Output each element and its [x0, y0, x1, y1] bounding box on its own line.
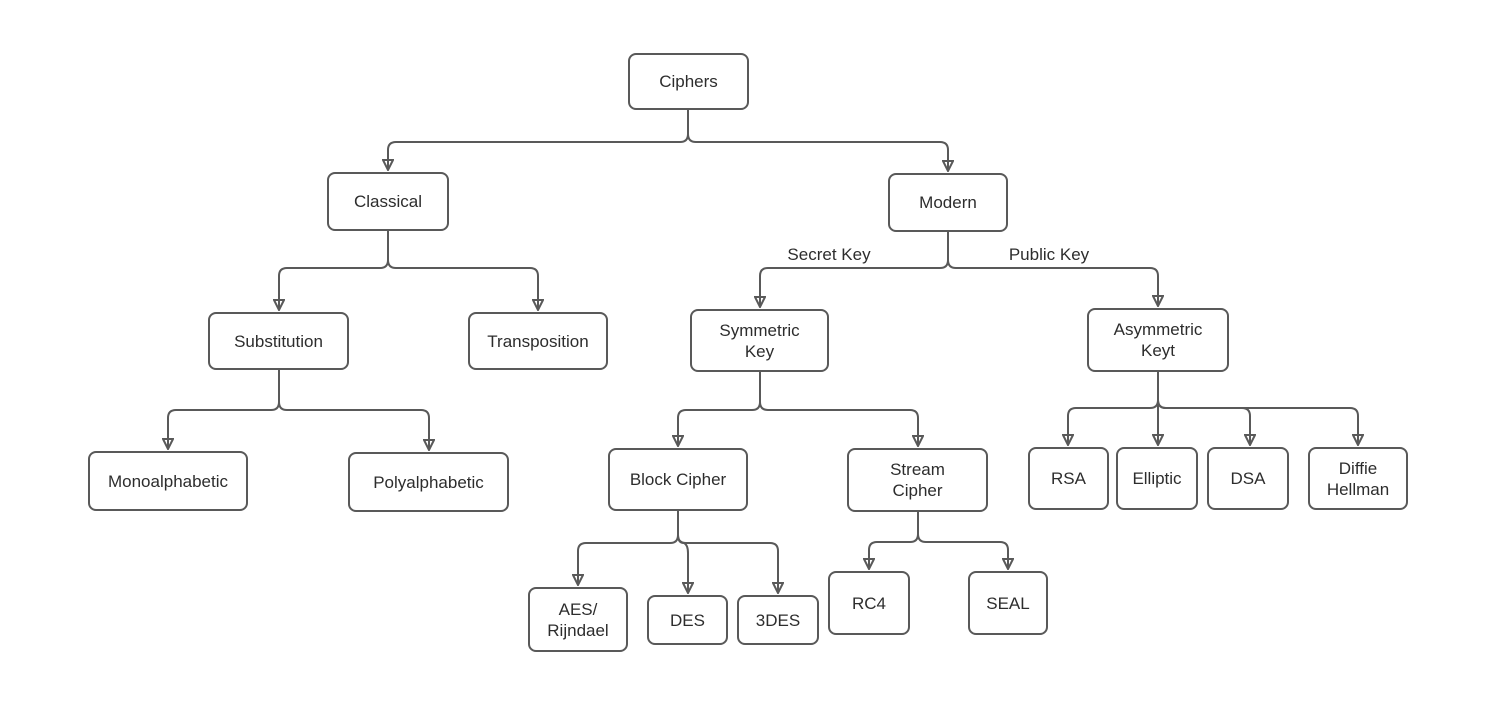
- edge-asymmetric-diffie-hellman: [1157, 372, 1358, 445]
- node-block-cipher: Block Cipher: [608, 448, 748, 511]
- edge-asymmetric-rsa: [1068, 372, 1159, 445]
- edge-substitution-monoalphabetic: [168, 370, 280, 449]
- edge-symmetric-stream-cipher: [759, 372, 918, 446]
- edge-block-3des: [677, 511, 778, 593]
- node-monoalphabetic: Monoalphabetic: [88, 451, 248, 511]
- edge-classical-substitution: [279, 231, 389, 310]
- node-stream-cipher: Stream Cipher: [847, 448, 988, 512]
- edge-block-aes-rijndael: [578, 511, 679, 585]
- node-modern: Modern: [888, 173, 1008, 232]
- node-rsa: RSA: [1028, 447, 1109, 510]
- node-ciphers: Ciphers: [628, 53, 749, 110]
- node-asymmetric-key: Asymmetric Keyt: [1087, 308, 1229, 372]
- node-polyalphabetic: Polyalphabetic: [348, 452, 509, 512]
- edge-block-des: [677, 511, 688, 593]
- edge-ciphers-modern: [687, 110, 948, 171]
- node-dsa: DSA: [1207, 447, 1289, 510]
- node-aes-rijndael: AES/ Rijndael: [528, 587, 628, 652]
- edge-substitution-polyalphabetic: [278, 370, 429, 450]
- edge-label-public-key: Public Key: [996, 244, 1102, 266]
- node-diffie-hellman: Diffie Hellman: [1308, 447, 1408, 510]
- node-elliptic: Elliptic: [1116, 447, 1198, 510]
- edge-stream-rc4: [869, 512, 919, 569]
- node-seal: SEAL: [968, 571, 1048, 635]
- edge-symmetric-block-cipher: [678, 372, 761, 446]
- node-rc4: RC4: [828, 571, 910, 635]
- edge-classical-transposition: [387, 231, 538, 310]
- edge-ciphers-classical: [388, 110, 689, 170]
- node-symmetric-key: Symmetric Key: [690, 309, 829, 372]
- edge-modern-asymmetric-key: [947, 232, 1158, 306]
- node-transposition: Transposition: [468, 312, 608, 370]
- node-classical: Classical: [327, 172, 449, 231]
- node-3des: 3DES: [737, 595, 819, 645]
- node-des: DES: [647, 595, 728, 645]
- node-substitution: Substitution: [208, 312, 349, 370]
- edge-stream-seal: [917, 512, 1008, 569]
- edge-label-secret-key: Secret Key: [774, 244, 884, 266]
